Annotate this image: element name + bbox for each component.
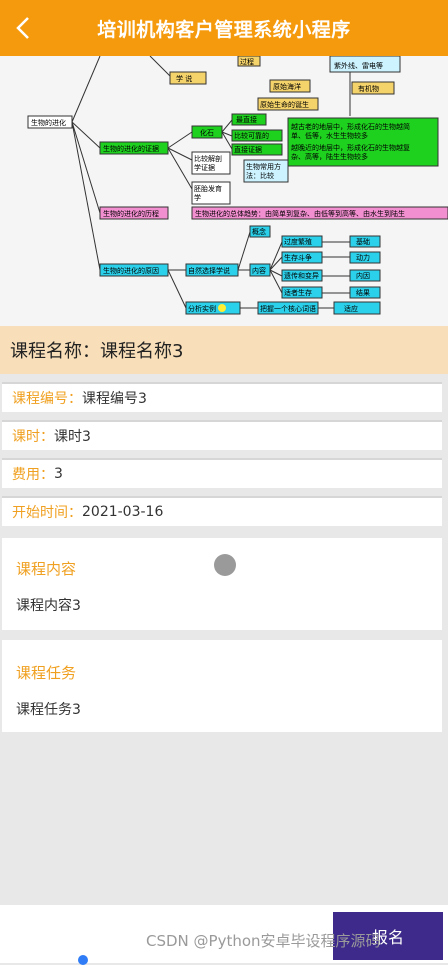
svg-text:有机物: 有机物 (358, 84, 379, 93)
course-code-label: 课程编号： (12, 391, 82, 407)
svg-text:法：比较: 法：比较 (246, 171, 274, 180)
course-start-row: 开始时间： 2021-03-16 (2, 496, 442, 526)
svg-text:过程: 过程 (240, 57, 254, 66)
svg-text:原始海洋: 原始海洋 (273, 82, 301, 91)
scroll-indicator-icon (78, 955, 88, 965)
cursor-indicator (214, 554, 236, 576)
course-code-value: 课程编号3 (82, 391, 147, 407)
app-header: 培训机构客户管理系统小程序 (0, 0, 448, 56)
svg-text:学证据: 学证据 (194, 163, 215, 172)
course-hours-label: 课时： (12, 429, 54, 445)
svg-text:适应: 适应 (344, 304, 358, 313)
svg-text:杂、高等，陆生生物较多: 杂、高等，陆生生物较多 (291, 152, 368, 161)
mind-map-diagram: 生物的进化 学 说 过程 原始海洋 原始生命的诞生 紫外线、雷电等 有机物 生物… (0, 56, 448, 326)
svg-text:原始生命的诞生: 原始生命的诞生 (260, 100, 309, 109)
svg-text:分析实例: 分析实例 (188, 304, 216, 313)
svg-text:内容: 内容 (252, 266, 266, 275)
svg-text:生物进化的总体趋势：由简单到复杂、由低等到高等、由水生到陆生: 生物进化的总体趋势：由简单到复杂、由低等到高等、由水生到陆生 (195, 209, 405, 218)
watermark: CSDN @Python安卓毕设程序源码 (146, 932, 381, 950)
course-task-title: 课程任务 (16, 664, 77, 682)
course-image: 生物的进化 学 说 过程 原始海洋 原始生命的诞生 紫外线、雷电等 有机物 生物… (0, 56, 448, 326)
svg-text:适者生存: 适者生存 (284, 288, 312, 297)
svg-text:单、低等，水生生物较多: 单、低等，水生生物较多 (291, 131, 368, 140)
course-name-value: 课程名称3 (100, 341, 184, 362)
course-start-value: 2021-03-16 (82, 504, 164, 520)
svg-text:越晚近的地层中，形成化石的生物越复: 越晚近的地层中，形成化石的生物越复 (291, 143, 410, 152)
svg-text:生物的进化的证据: 生物的进化的证据 (103, 144, 159, 153)
svg-text:结果: 结果 (356, 288, 370, 297)
svg-text:生存斗争: 生存斗争 (284, 253, 312, 262)
course-name-label: 课程名称： (10, 341, 100, 362)
course-name-bar: 课程名称： 课程名称3 (0, 326, 448, 374)
course-hours-value: 课时3 (54, 429, 91, 445)
svg-text:比较解剖: 比较解剖 (194, 154, 222, 163)
svg-text:越古老的地层中，形成化石的生物越简: 越古老的地层中，形成化石的生物越简 (291, 122, 410, 131)
svg-text:自然选择学说: 自然选择学说 (188, 266, 230, 275)
course-content-value: 课程内容3 (16, 598, 81, 614)
course-start-label: 开始时间： (12, 505, 82, 521)
svg-text:生物的进化的历程: 生物的进化的历程 (103, 209, 159, 218)
svg-text:遗传和变异: 遗传和变异 (284, 271, 319, 280)
svg-text:胚胎发育: 胚胎发育 (194, 184, 222, 193)
svg-text:比较可靠的: 比较可靠的 (234, 131, 269, 140)
page-title: 培训机构客户管理系统小程序 (97, 18, 351, 41)
svg-text:生物的进化的原因: 生物的进化的原因 (103, 266, 159, 275)
course-task-card: 课程任务 课程任务3 (2, 640, 442, 732)
back-arrow-icon[interactable] (10, 12, 36, 44)
course-fee-label: 费用： (12, 467, 54, 483)
course-fee-row: 费用： 3 (2, 458, 442, 488)
course-code-row: 课程编号： 课程编号3 (2, 382, 442, 412)
svg-text:直接证据: 直接证据 (234, 145, 262, 154)
svg-text:最直接: 最直接 (236, 115, 257, 124)
course-content-title: 课程内容 (16, 560, 77, 578)
svg-text:生物常用方: 生物常用方 (246, 162, 281, 171)
svg-text:学 说: 学 说 (176, 74, 192, 83)
svg-text:基础: 基础 (356, 237, 370, 246)
course-content-card: 课程内容 课程内容3 (2, 538, 442, 630)
svg-text:紫外线、雷电等: 紫外线、雷电等 (334, 61, 383, 70)
svg-text:学: 学 (194, 193, 201, 202)
svg-text:内因: 内因 (356, 271, 370, 280)
course-hours-row: 课时： 课时3 (2, 420, 442, 450)
svg-text:动力: 动力 (356, 253, 370, 262)
svg-text:概念: 概念 (252, 227, 266, 236)
course-task-value: 课程任务3 (16, 702, 81, 718)
svg-text:化石: 化石 (200, 128, 214, 137)
signup-button[interactable]: 报名 (333, 912, 443, 960)
course-fee-value: 3 (54, 466, 63, 482)
node-root: 生物的进化 (31, 118, 66, 127)
svg-text:过度繁殖: 过度繁殖 (284, 237, 312, 246)
svg-text:把握一个核心词语: 把握一个核心词语 (260, 304, 316, 313)
